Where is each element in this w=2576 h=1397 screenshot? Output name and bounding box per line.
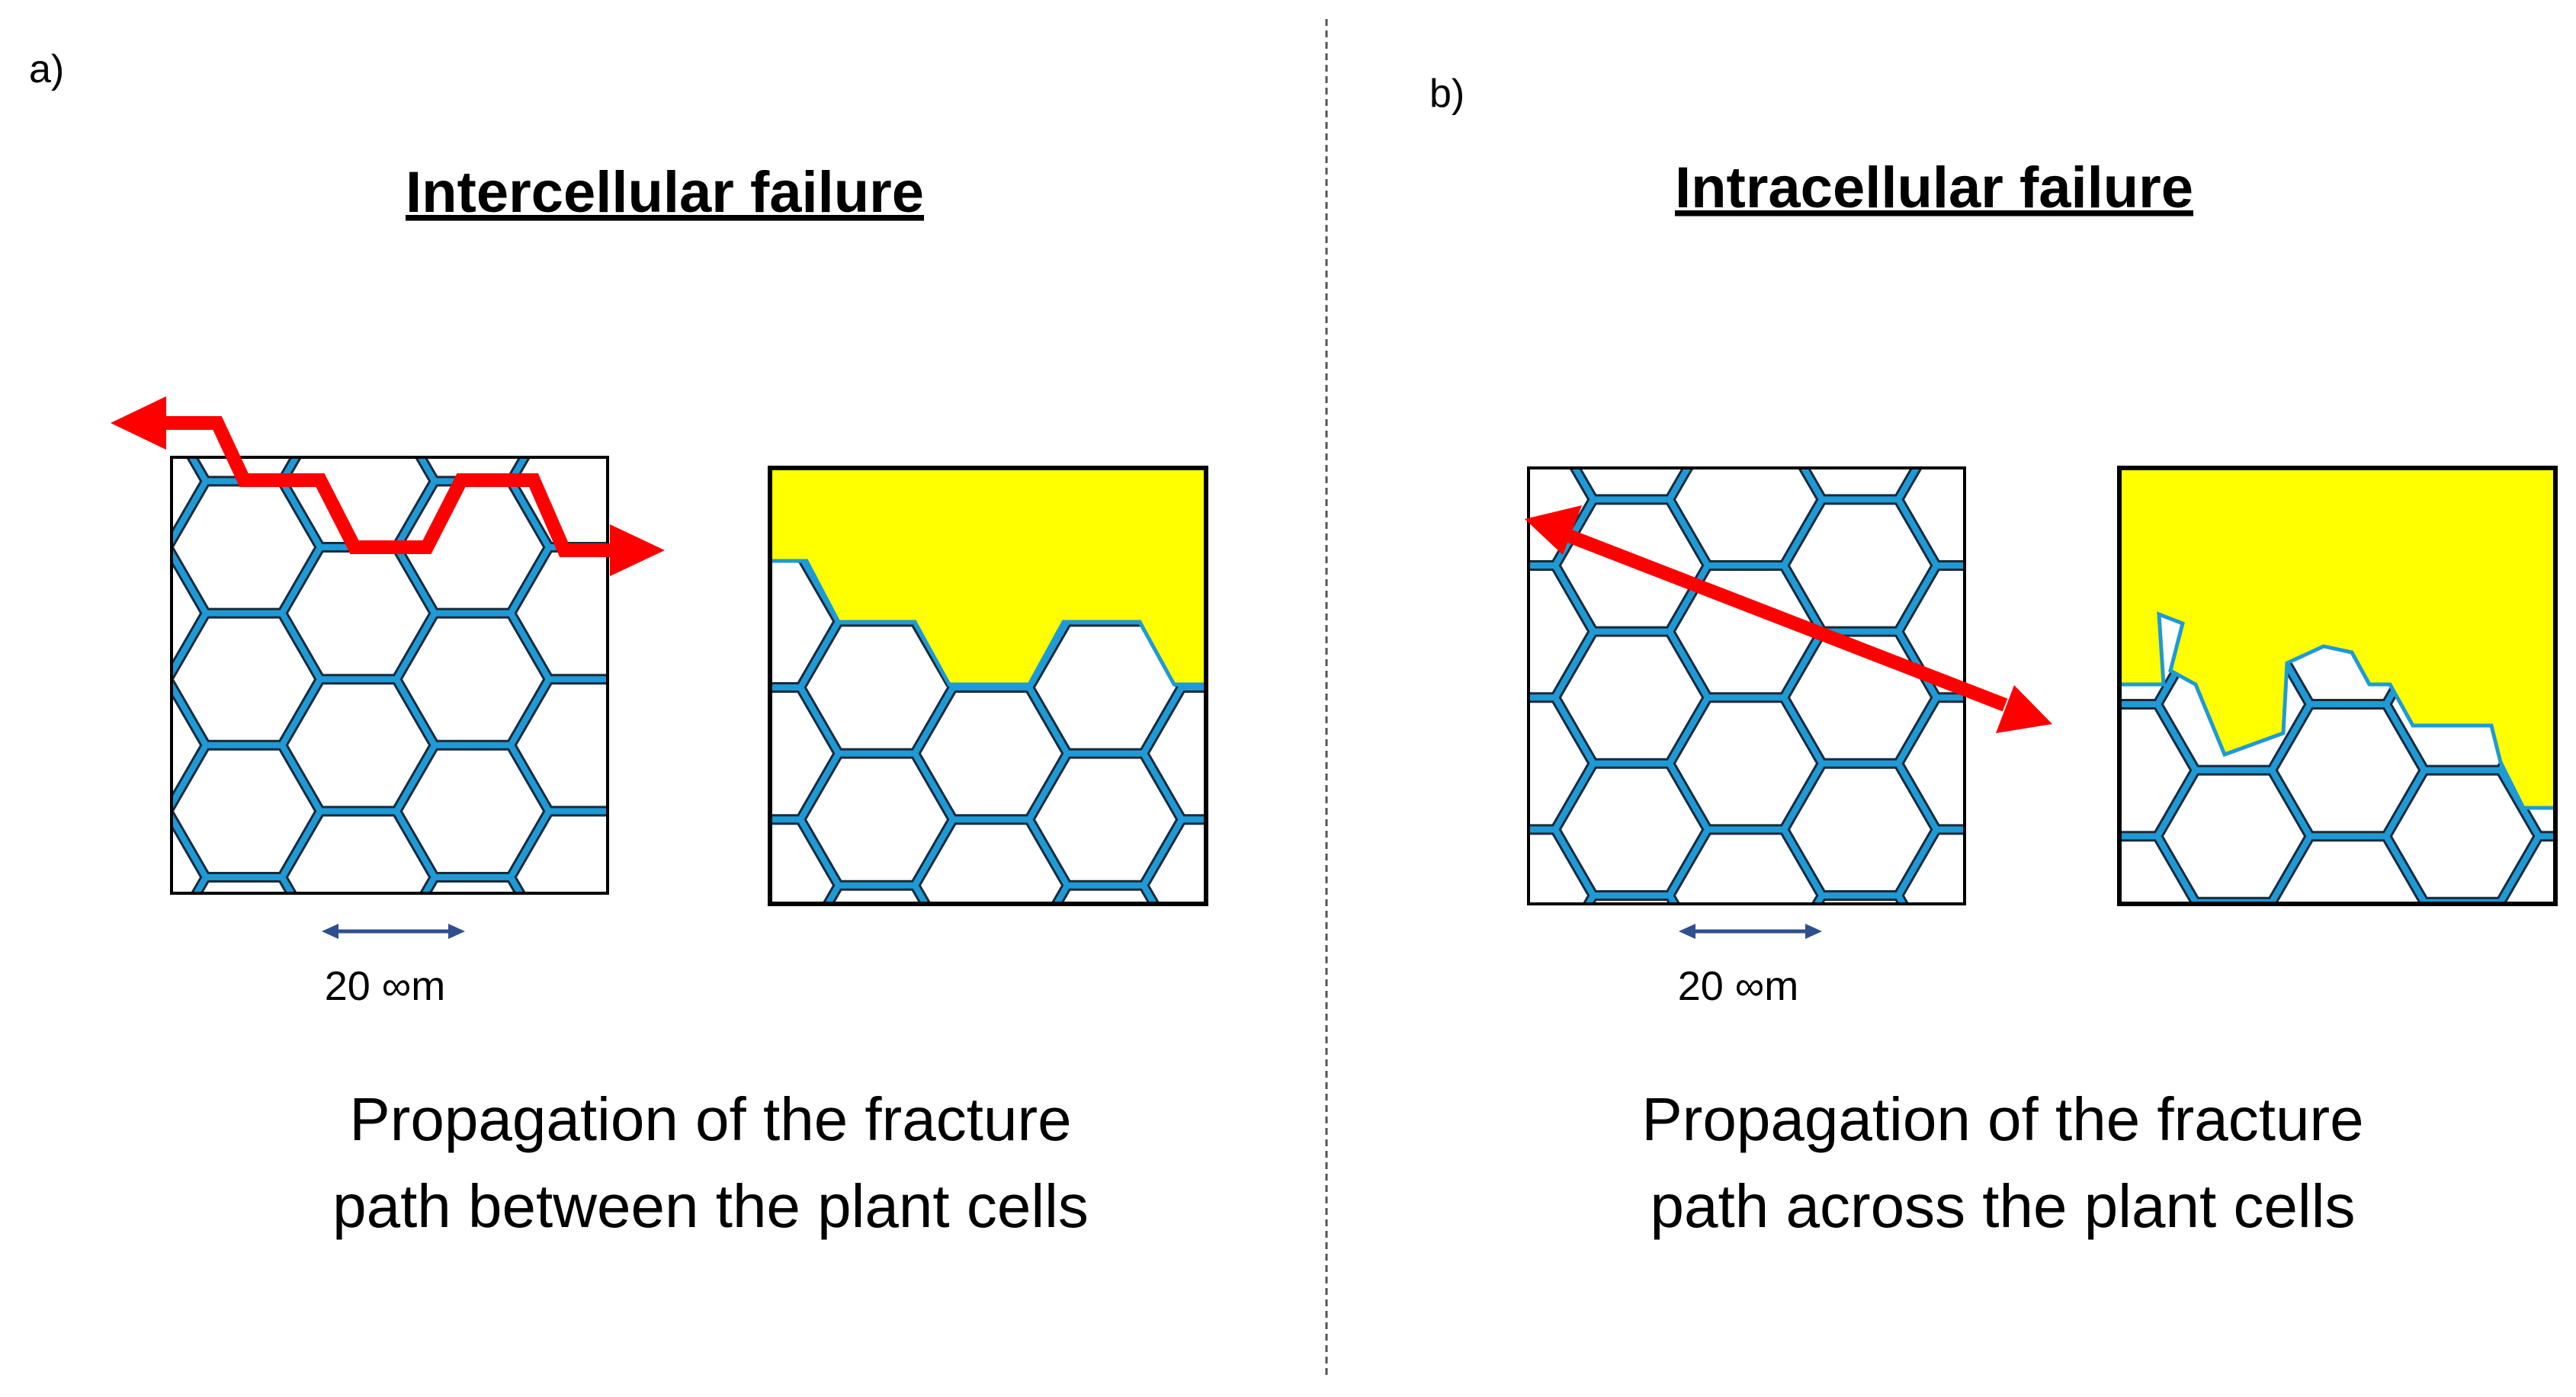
panel-b-caption-line2: path across the plant cells (1651, 1172, 2356, 1240)
panel-a-caption-line1: Propagation of the fracture (349, 1085, 1071, 1153)
panel-b-caption-line1: Propagation of the fracture (1641, 1085, 2363, 1153)
panel-a-label: a) (29, 47, 64, 91)
scale-bar-a: 20 ∞m (322, 924, 465, 1009)
scale-label-a: 20 ∞m (325, 963, 446, 1009)
fracture-edge-b (2119, 611, 2555, 810)
separated-region-a (770, 468, 1206, 684)
fractured-tissue-b (2117, 466, 2558, 906)
scale-arrowhead-left-a (322, 924, 338, 939)
cell-wall (1529, 468, 1965, 904)
scale-bar-b: 20 ∞m (1678, 924, 1822, 1009)
fracture-arrowhead-upper-left (1525, 505, 1582, 555)
fractured-frame-b (2117, 466, 2558, 906)
panel-b: b) Intracellular failure 20 ∞m Propagati… (1429, 72, 2558, 1240)
scale-arrowhead-right-b (1805, 924, 1822, 939)
intercellular-fracture-arrow (111, 396, 665, 576)
fractured-frame-a (768, 466, 1208, 906)
scale-arrowhead-right-a (448, 924, 465, 939)
fracture-path-intracellular (1560, 527, 2008, 712)
panel-a-title: Intercellular failure (406, 160, 924, 225)
fracture-arrowhead-right (610, 524, 665, 576)
separated-region-b (2119, 468, 2555, 808)
fractured-tissue-a (768, 466, 1208, 906)
tissue-background-b (1529, 468, 1965, 904)
fracture-arrowhead-left (111, 396, 166, 450)
tissue-frame-a (170, 456, 609, 895)
scale-label-b: 20 ∞m (1678, 963, 1799, 1009)
panel-a-caption-line2: path between the plant cells (332, 1172, 1089, 1240)
intact-tissue-b (1527, 466, 1966, 905)
cell-wall-network-b (1529, 468, 1965, 904)
panel-a: a) Intercellular failure 20 ∞m (29, 47, 1208, 1240)
scale-arrowhead-left-b (1679, 924, 1695, 939)
fracture-edge-a (770, 559, 1206, 687)
panel-b-title: Intracellular failure (1675, 155, 2193, 220)
fracture-path-intercellular (160, 416, 621, 557)
intracellular-fracture-arrow (1525, 505, 2052, 733)
panel-b-label: b) (1429, 72, 1464, 116)
fracture-arrowhead-lower-right (1996, 685, 2052, 733)
